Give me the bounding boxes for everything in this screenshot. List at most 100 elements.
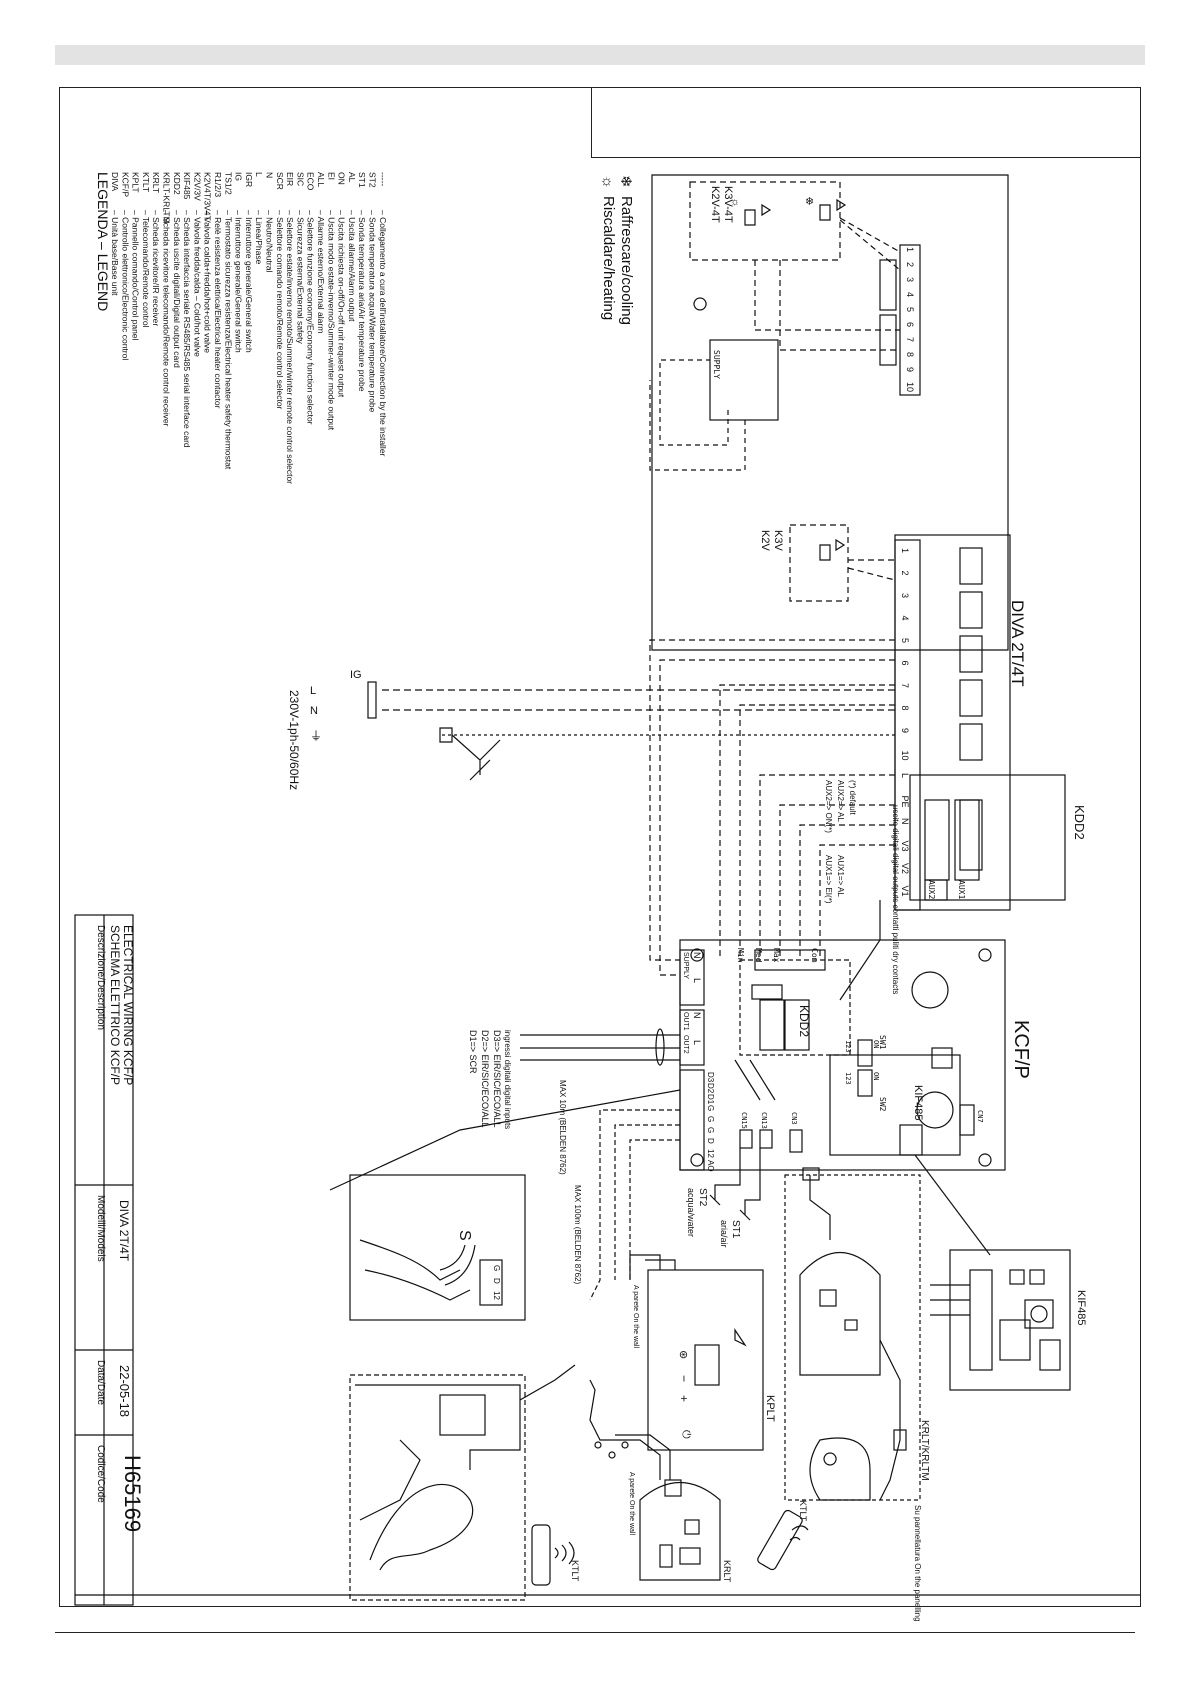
diva-terminal-number: N	[900, 818, 910, 825]
earth-icon: ⏚	[310, 729, 322, 743]
legend-desc: – Termostato sicurezza resistenza/Electr…	[223, 210, 233, 470]
legend-code: KPLT	[131, 172, 141, 193]
diva-terminal-number: 9	[900, 728, 910, 733]
desc-label: Descrizione/Description	[95, 925, 106, 1030]
date-label: Data/Date	[95, 1360, 106, 1405]
neutral-label: N	[310, 705, 318, 717]
terminal-number: 2	[905, 262, 915, 267]
cn3-label: CN3	[790, 1112, 798, 1125]
legend-desc: – Sonda temperatura aria/Air temperature…	[357, 210, 367, 392]
kcf-n-terminal: N	[692, 952, 702, 959]
date-value: 22-05-18	[117, 1365, 132, 1417]
kcf-supply-label: SUPPLY	[682, 952, 689, 979]
kdd2-note-aux1-al: AUX1=> AL	[836, 855, 845, 897]
diva-board-title: DIVA 2T/4T	[1008, 600, 1027, 687]
models-value: DIVA 2T/4T	[117, 1200, 131, 1262]
cable-12-label: 12	[492, 1291, 501, 1300]
st2-desc: acqua/water	[686, 1188, 696, 1237]
kcfp-title: KCF/P	[1010, 1020, 1032, 1079]
ktlt-label-1: KTLT	[570, 1560, 580, 1582]
heating-label: Riscaldare/heating	[600, 196, 617, 320]
header-line	[591, 157, 1141, 158]
terminal-number: 5	[905, 307, 915, 312]
legend-code: EI	[326, 172, 336, 180]
kif485-title: KIF485	[1075, 1290, 1087, 1325]
supply-terminal	[679, 949, 705, 1006]
legend-desc: – Sonda temperatura acqua/Water temperat…	[368, 210, 378, 413]
legend-title: LEGENDA – LEGEND	[95, 172, 111, 311]
diva-terminal-number: 3	[900, 593, 910, 598]
valve-4t-label-2: K3V-4T	[722, 186, 734, 223]
kplt-group: KPLT − + ⊛ ⏻ A parete On the wall	[629, 1254, 776, 1451]
desc-en: ELECTRICAL WIRING KCF/P	[121, 925, 135, 1085]
kcf-l-terminal-2: L	[692, 1040, 702, 1045]
legend-code: ON	[337, 172, 347, 185]
max100-label: MAX 100m (BELDEN 8762)	[573, 1185, 582, 1284]
bottom-rule	[55, 1632, 1135, 1633]
legend-code: KIF485	[182, 172, 192, 200]
legend-code: EIR	[285, 172, 295, 186]
diva-terminal-number: V2	[900, 863, 910, 874]
legend-desc: – Uscita modo estate-inverno/Summer-wint…	[326, 210, 336, 431]
desc-it: SCHEMA ELETTRICO KCF/P	[108, 925, 122, 1085]
terminal-number: 10	[905, 382, 915, 392]
supply-label-4t: SUPPLY	[712, 350, 721, 379]
legend: LEGENDA – LEGEND DIVA– Unità base/Base u…	[95, 172, 388, 484]
valve-2t-label-2: K3V	[772, 530, 784, 551]
legend-desc: – Telecomando/Remote control	[141, 210, 151, 328]
krlt-krltm-dashed	[784, 1174, 921, 1501]
fuse-icon	[439, 727, 453, 743]
legend-code: KTLT	[141, 172, 151, 192]
legend-code: TS1/2	[223, 172, 233, 195]
sw1-switch	[857, 1039, 873, 1067]
supply-connector-4t	[709, 339, 779, 421]
general-switch-ig	[367, 681, 377, 719]
code-label: Codice/Code	[95, 1445, 106, 1503]
legend-code: -----	[378, 172, 388, 186]
phase-label: L	[310, 685, 316, 697]
input-terminal-label: D2	[706, 1083, 715, 1094]
input-terminal-label: 12	[706, 1149, 715, 1158]
cn15-label: CN15	[740, 1112, 748, 1129]
symbol-key: ☼ Riscaldare/heating ❄ Raffrescare/cooli…	[599, 175, 635, 325]
cable-g-label: G	[492, 1265, 501, 1271]
legend-code: SCR	[275, 172, 285, 190]
legend-code: N	[265, 172, 275, 178]
valve-2t-label-1: K2V	[759, 530, 771, 551]
input-terminal-strip	[679, 1069, 705, 1171]
kplt-plus-icon: +	[677, 1395, 691, 1402]
title-block: Descrizione/Description SCHEMA ELETTRICO…	[74, 914, 1140, 1606]
kdd2-outline	[909, 774, 1066, 901]
sw2-numbers: 123	[844, 1072, 852, 1085]
legend-desc: – Pannello comando/Control panel	[131, 210, 141, 341]
kdd2-inner-label: KDD2	[797, 1005, 811, 1037]
krlt-receiver-board	[799, 1252, 881, 1376]
kplt-minus-icon: −	[677, 1375, 691, 1382]
kplt-fan-icon: ⊛	[677, 1350, 689, 1359]
out-terminal	[679, 1009, 705, 1066]
d1-note: D1=> SCR	[468, 1030, 478, 1074]
input-terminal-label: D3	[706, 1072, 715, 1083]
kplt-power-icon: ⏻	[680, 1430, 692, 1439]
shield-s-label: S	[456, 1230, 473, 1241]
kif485-card: KIF485	[914, 1154, 1087, 1391]
krlt-krltm-label: KRLT/KRLTM	[919, 1420, 930, 1481]
terminal-number: 7	[905, 337, 915, 342]
kdd2-min-label: Min	[736, 948, 745, 963]
cable-shield-detail: G D 12 S	[349, 1174, 526, 1321]
valve-2t-dashed-box	[789, 524, 849, 602]
legend-desc: – Controllo elettronico/Electronic contr…	[120, 210, 130, 360]
kplt-panel	[647, 1269, 764, 1451]
valve-icon	[819, 538, 846, 561]
input-terminal-label: D	[706, 1138, 715, 1144]
sw2-switch	[857, 1069, 873, 1097]
cn7-label: CN7	[976, 1110, 984, 1123]
legend-desc: – Allarme esterno/External alarm	[316, 210, 326, 333]
krltm-receiver	[809, 1437, 871, 1501]
legend-desc: – Unità base/Base unit	[110, 210, 120, 296]
legend-desc: – Interruttore generale/General switch	[234, 210, 244, 353]
valve-4t-dashed-box	[689, 181, 841, 261]
diva-terminal-number: L	[900, 773, 910, 778]
